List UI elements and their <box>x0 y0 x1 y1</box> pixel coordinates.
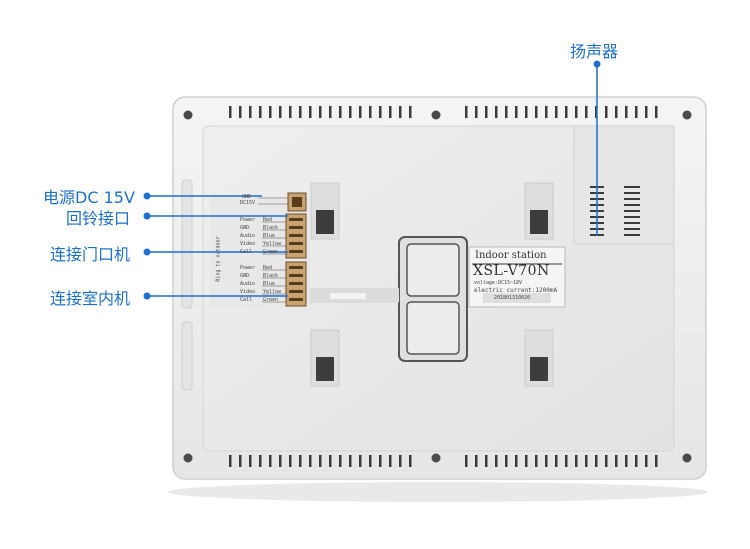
wire-bottom-call: Call <box>240 297 253 303</box>
wire-top-yellow: Yellow <box>263 241 282 247</box>
pcb-gnd: GND <box>242 194 252 200</box>
wire-bottom-red: Red <box>263 265 273 271</box>
label-voltage: voltage:DC15~18V <box>474 280 523 286</box>
wire-top-audio: Audio <box>240 233 256 239</box>
callout-dots <box>143 60 601 300</box>
wire-bottom-blue: Blue <box>263 281 276 287</box>
wire-bottom-black: Black <box>263 273 279 279</box>
label-title: Indoor station <box>475 250 547 261</box>
wire-top-call: Call <box>240 249 253 255</box>
pcb-dc: DC15V <box>240 200 256 206</box>
mounting-hooks <box>310 182 554 387</box>
screws <box>183 110 692 463</box>
wire-bottom-yellow: Yellow <box>263 289 282 295</box>
bottom-vents <box>229 455 658 467</box>
wire-bottom-green: Green <box>263 297 279 303</box>
wire-top-video: Video <box>240 241 256 247</box>
wire-bottom-gnd: GND <box>240 273 250 279</box>
label-current: electric current:1200mA <box>474 287 558 294</box>
wire-top-black: Black <box>263 225 279 231</box>
center-block <box>398 236 468 362</box>
pcb-connectors <box>258 192 307 307</box>
wire-bottom-video: Video <box>240 289 256 295</box>
ring-return-label: 回铃接口 <box>66 209 131 228</box>
wire-top-power: Power <box>240 217 256 223</box>
wire-top-red: Red <box>263 217 273 223</box>
wire-bottom-power: Power <box>240 265 256 271</box>
wire-top-gnd: GND <box>240 225 250 231</box>
wire-bottom-audio: Audio <box>240 281 256 287</box>
label-model: XSL-V70N <box>473 263 550 279</box>
pcb-ring-text: Ring to outdoor <box>215 236 222 282</box>
callout-lines <box>147 64 598 297</box>
wire-top-green: Green <box>263 249 279 255</box>
wire-top-blue: Blue <box>263 233 276 239</box>
indoor-connect-label: 连接室内机 <box>50 289 131 308</box>
power-label: 电源DC 15V <box>43 188 135 207</box>
speaker-label: 扬声器 <box>570 42 619 61</box>
label-serial: 201801310020 <box>494 295 531 301</box>
top-vents <box>229 106 658 118</box>
door-connect-label: 连接门口机 <box>50 245 131 264</box>
